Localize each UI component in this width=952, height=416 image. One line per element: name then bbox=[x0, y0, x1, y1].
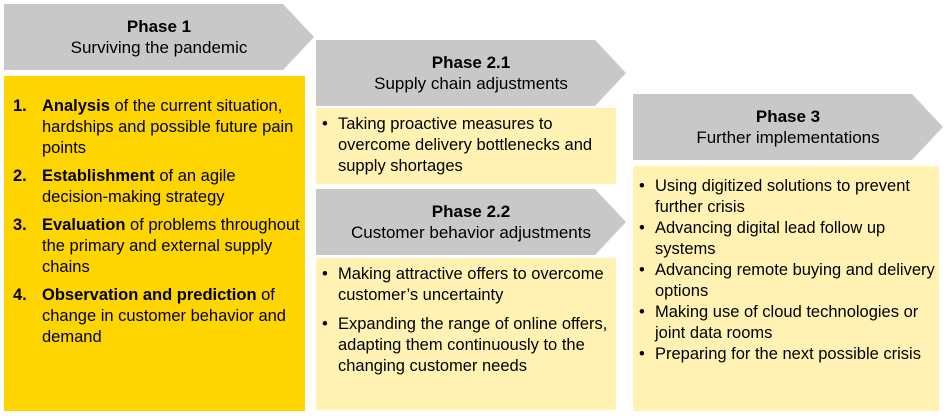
phase-1-body: 1. Analysis of the current situation, ha… bbox=[4, 76, 305, 411]
item-keyword: Evaluation bbox=[42, 216, 126, 234]
phase-1-list: 1. Analysis of the current situation, ha… bbox=[4, 96, 305, 348]
item-keyword: Analysis bbox=[42, 97, 110, 115]
item-number: 2. bbox=[13, 167, 27, 185]
phase-2-2-subtitle: Customer behavior adjustments bbox=[350, 223, 591, 242]
phase-3-header: Phase 3 Further implementations bbox=[633, 94, 943, 160]
phase-2-2-header: Phase 2.2 Customer behavior adjustments bbox=[316, 189, 626, 255]
phase-2-2-item: Making attractive offers to overcome cus… bbox=[316, 264, 616, 306]
item-number: 4. bbox=[13, 286, 27, 304]
phase-3-subtitle: Further implementations bbox=[696, 128, 880, 147]
phase-3-item: Making use of cloud technologies or join… bbox=[633, 302, 939, 344]
item-keyword: Observation and prediction bbox=[42, 286, 257, 304]
phase-1-subtitle: Surviving the pandemic bbox=[70, 38, 248, 57]
item-text: of the current situation, hardships and … bbox=[42, 97, 294, 157]
phase-2-2-list: Making attractive offers to overcome cus… bbox=[316, 264, 616, 377]
item-number: 1. bbox=[13, 97, 27, 115]
phase-1-item: 1. Analysis of the current situation, ha… bbox=[4, 96, 305, 159]
phase-3-body: Using digitized solutions to prevent fur… bbox=[633, 166, 939, 411]
phase-1-item: 4. Observation and prediction of change … bbox=[4, 285, 305, 348]
phase-3-item: Advancing remote buying and delivery opt… bbox=[633, 260, 939, 302]
phase-2-2-item: Expanding the range of online offers, ad… bbox=[316, 314, 616, 377]
phase-3-title: Phase 3 bbox=[755, 107, 821, 126]
phase-2-1-item: Taking proactive measures to overcome de… bbox=[316, 114, 616, 177]
item-text: of problems throughout the primary and e… bbox=[42, 216, 300, 276]
phase-3-item: Advancing digital lead follow up systems bbox=[633, 218, 939, 260]
item-keyword: Establishment bbox=[42, 167, 155, 185]
phase-2-1-title: Phase 2.1 bbox=[431, 53, 511, 72]
phase-2-1-header: Phase 2.1 Supply chain adjustments bbox=[316, 40, 626, 106]
item-number: 3. bbox=[13, 216, 27, 234]
item-text: of change in customer behavior and deman… bbox=[42, 286, 286, 346]
phase-2-2-body: Making attractive offers to overcome cus… bbox=[316, 258, 616, 410]
phase-3-item: Preparing for the next possible crisis bbox=[633, 344, 939, 365]
phase-2-1-subtitle: Supply chain adjustments bbox=[374, 74, 568, 93]
phase-3-list: Using digitized solutions to prevent fur… bbox=[633, 176, 939, 365]
phase-2-2-title: Phase 2.2 bbox=[431, 202, 511, 221]
phase-3-item: Using digitized solutions to prevent fur… bbox=[633, 176, 939, 218]
phase-1-header: Phase 1 Surviving the pandemic bbox=[4, 4, 314, 70]
phase-1-title: Phase 1 bbox=[126, 17, 192, 36]
phase-1-item: 3. Evaluation of problems throughout the… bbox=[4, 215, 305, 278]
phase-2-1-list: Taking proactive measures to overcome de… bbox=[316, 114, 616, 177]
item-text: of an agile decision-making strategy bbox=[42, 167, 236, 206]
phase-2-1-body: Taking proactive measures to overcome de… bbox=[316, 108, 616, 184]
phase-1-item: 2. Establishment of an agile decision-ma… bbox=[4, 166, 305, 208]
